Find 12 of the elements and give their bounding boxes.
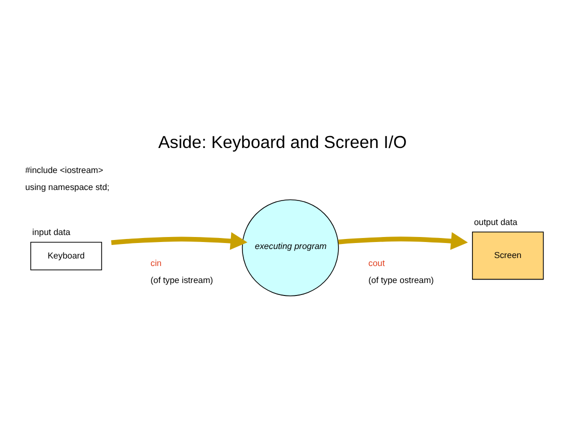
label: (of type ostream)	[368, 274, 434, 285]
label: (of type istream)	[150, 274, 214, 285]
label: cout	[368, 257, 385, 268]
arrow	[111, 232, 248, 250]
label: #include <iostream>	[25, 164, 104, 174]
node-label: output data	[474, 216, 518, 226]
diagram-title: Aside: Keyboard and Screen I/O	[158, 132, 407, 152]
node-circle: executing program	[242, 198, 339, 296]
label: cin	[150, 257, 162, 268]
label: using namespace std;	[25, 182, 110, 192]
node-label: input data	[32, 226, 70, 237]
arrow	[338, 232, 468, 250]
